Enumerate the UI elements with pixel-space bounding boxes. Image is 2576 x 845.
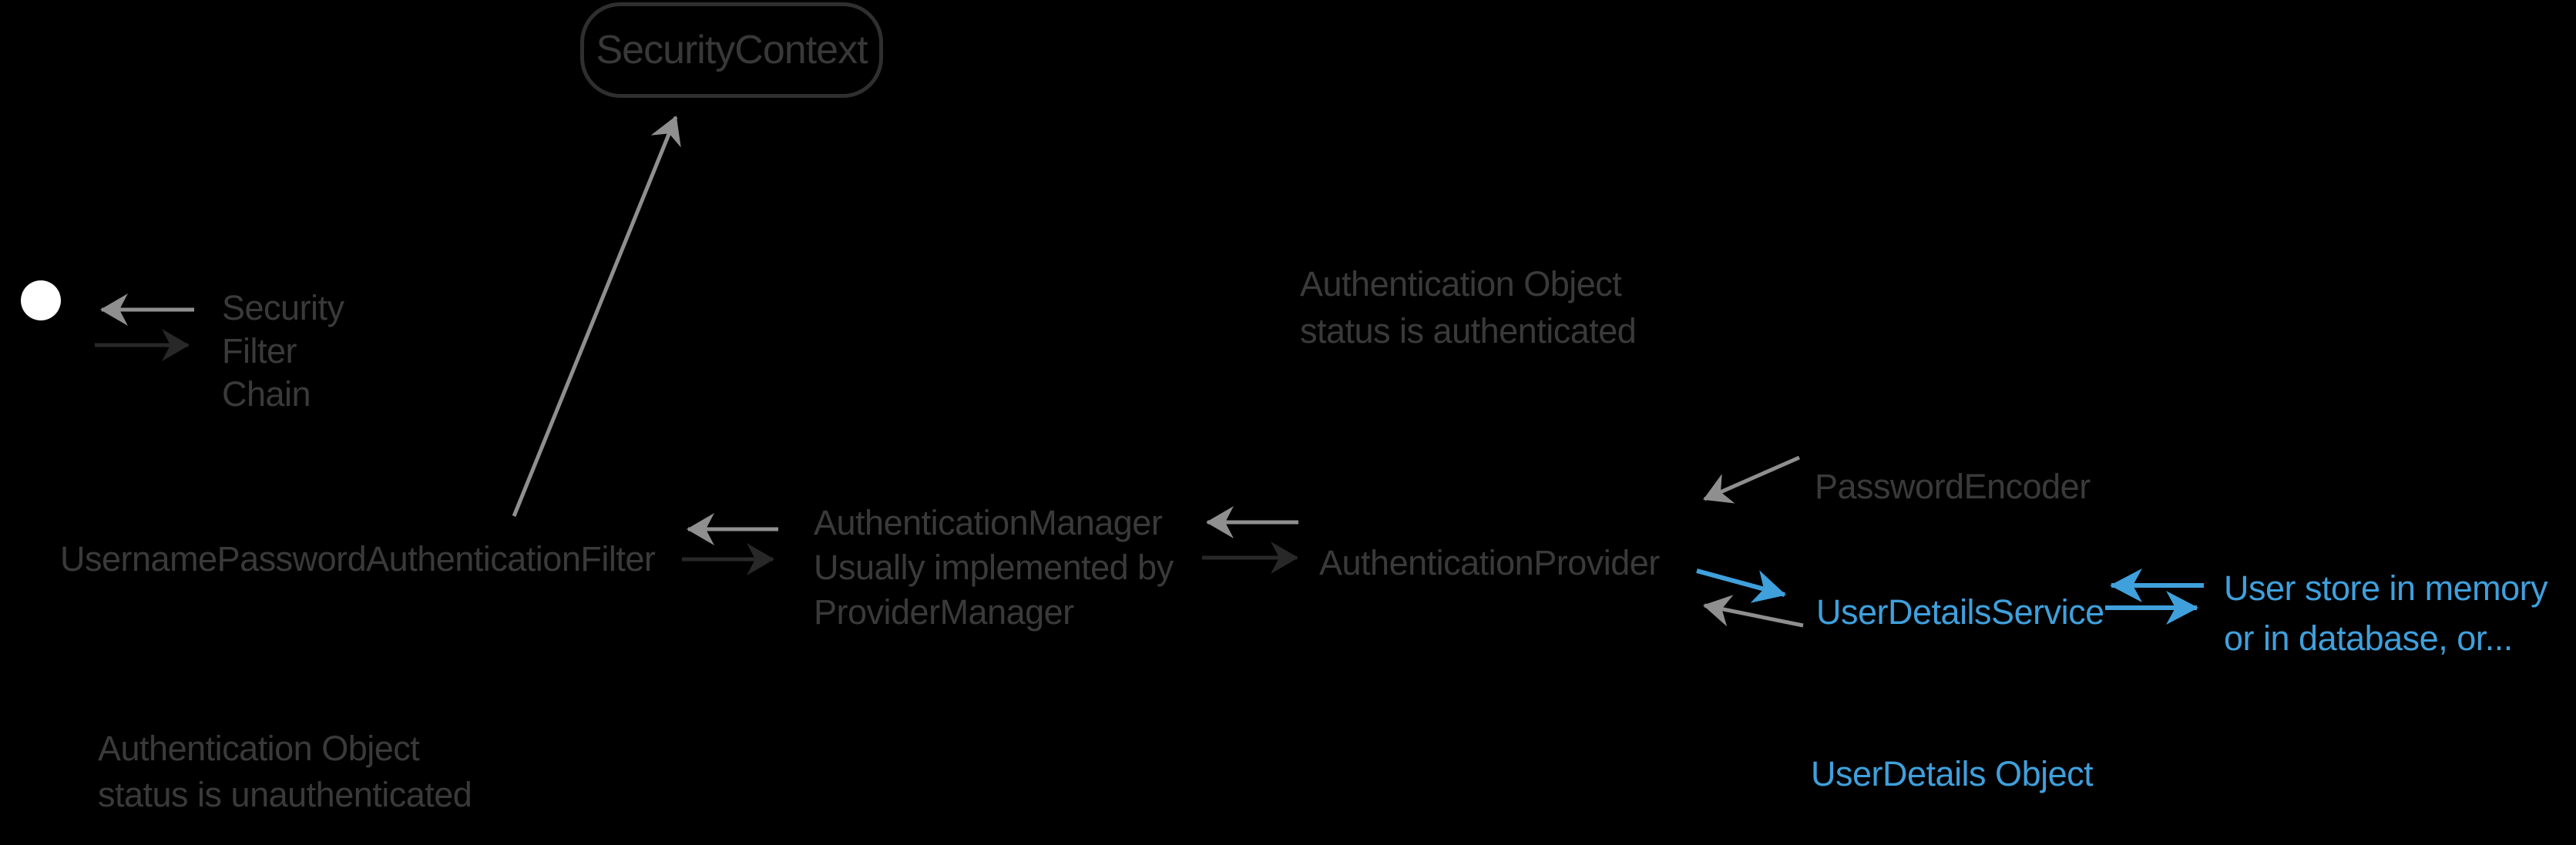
authentication-provider-label: AuthenticationProvider <box>1319 543 1660 582</box>
user-details-service-label: UserDetailsService <box>1816 592 2104 632</box>
password-encoder-label: PasswordEncoder <box>1815 467 2091 506</box>
authentication-object-authenticated-note: Authentication Object status is authenti… <box>1300 264 1637 350</box>
user-details-object-label: UserDetails Object <box>1811 754 2094 793</box>
security-context-label: SecurityContext <box>596 28 868 72</box>
security-context-box: SecurityContext <box>580 2 883 98</box>
passwordencoder-to-provider-arrow-icon <box>1703 455 1801 504</box>
request-start-dot <box>21 280 61 320</box>
user-store-note: User store in memory or in database, or.… <box>2224 568 2548 658</box>
authentication-manager-label: AuthenticationManager Usually implemente… <box>814 503 1174 632</box>
authentication-object-unauthenticated-note: Authentication Object status is unauthen… <box>98 729 472 814</box>
store-in-securitycontext-arrow-icon <box>512 116 681 517</box>
userdetailsservice-to-provider-arrow-icon <box>1703 595 1804 628</box>
username-password-authentication-filter-label: UsernamePasswordAuthenticationFilter <box>60 539 656 578</box>
provider-to-userdetailsservice-arrow-icon <box>1696 568 1786 603</box>
security-filter-chain-label: Security Filter Chain <box>222 288 344 414</box>
